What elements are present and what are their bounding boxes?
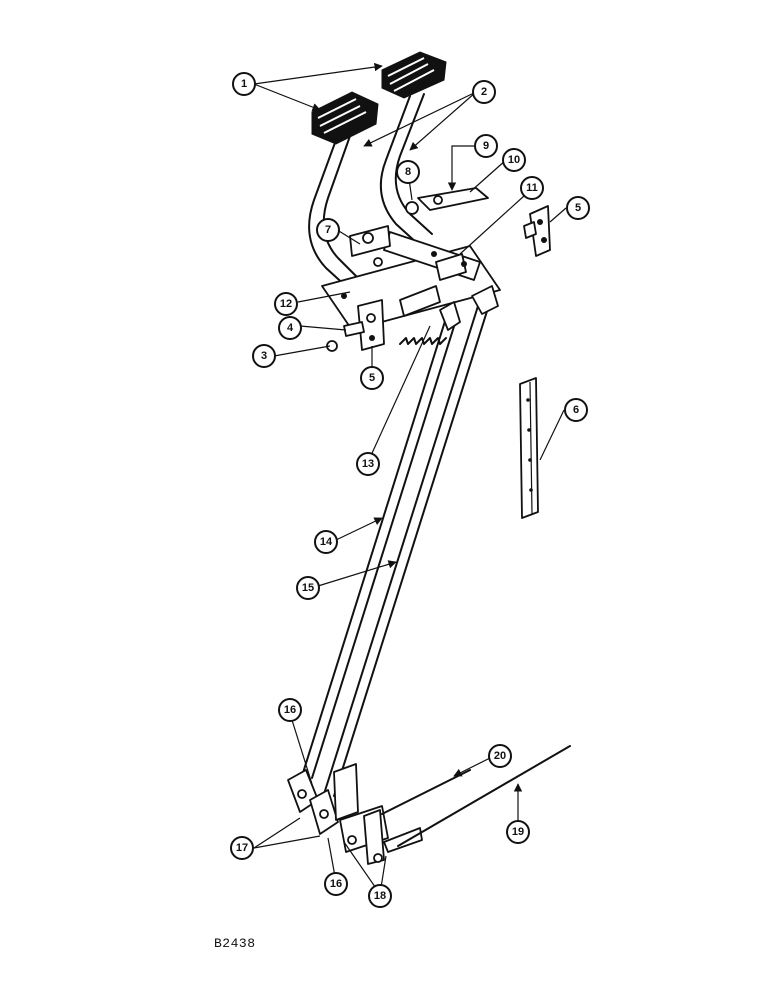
svg-text:14: 14 bbox=[320, 536, 333, 548]
svg-text:5: 5 bbox=[369, 372, 375, 384]
svg-text:6: 6 bbox=[573, 404, 579, 416]
svg-text:13: 13 bbox=[362, 458, 374, 470]
leader-2a bbox=[363, 91, 477, 147]
clevis-right bbox=[309, 789, 339, 835]
leader-20 bbox=[453, 757, 491, 777]
bracket-lower bbox=[357, 299, 385, 351]
svg-text:11: 11 bbox=[526, 182, 538, 194]
callout-5-right: 5 bbox=[566, 196, 590, 220]
bushing-8 bbox=[405, 201, 419, 215]
leader-5b bbox=[549, 207, 567, 223]
svg-text:3: 3 bbox=[261, 350, 267, 362]
callout-7: 7 bbox=[316, 218, 340, 242]
pin bbox=[343, 321, 365, 337]
svg-text:1: 1 bbox=[241, 78, 247, 90]
callout-10: 10 bbox=[502, 148, 526, 172]
svg-text:4: 4 bbox=[287, 322, 294, 334]
callout-18: 18 bbox=[368, 884, 392, 908]
pedal-pad-right bbox=[381, 51, 447, 99]
leader-18a bbox=[343, 841, 381, 895]
leader-2b bbox=[409, 91, 477, 151]
rod-19 bbox=[397, 745, 571, 847]
leader-17b bbox=[253, 835, 321, 849]
leader-4 bbox=[299, 325, 347, 331]
svg-text:18: 18 bbox=[374, 890, 386, 902]
callout-20: 20 bbox=[488, 744, 512, 768]
leader-14 bbox=[335, 517, 383, 541]
callout-5-lower: 5 bbox=[360, 366, 384, 390]
lower-plate bbox=[333, 763, 359, 821]
leader-15 bbox=[317, 560, 397, 587]
bracket-right bbox=[523, 205, 551, 257]
svg-text:20: 20 bbox=[494, 750, 506, 762]
callout-9: 9 bbox=[474, 134, 498, 158]
callout-12: 12 bbox=[274, 292, 298, 316]
callout-16-lower: 16 bbox=[324, 872, 348, 896]
lower-linkage bbox=[339, 805, 423, 865]
pedal-pad-left bbox=[311, 91, 379, 145]
figure-code: B2438 bbox=[214, 936, 256, 951]
callout-2: 2 bbox=[472, 80, 496, 104]
callout-6: 6 bbox=[564, 398, 588, 422]
svg-text:16: 16 bbox=[284, 704, 296, 716]
svg-text:7: 7 bbox=[325, 224, 331, 236]
callout-4: 4 bbox=[278, 316, 302, 340]
callout-13: 13 bbox=[356, 452, 380, 476]
svg-text:8: 8 bbox=[405, 166, 411, 178]
leader-9 bbox=[447, 145, 474, 191]
leader-3 bbox=[273, 345, 331, 357]
leader-6 bbox=[539, 409, 565, 461]
rod-20 bbox=[381, 769, 471, 815]
callout-17: 17 bbox=[230, 836, 254, 860]
leader-13 bbox=[367, 325, 431, 463]
callout-16-upper: 16 bbox=[278, 698, 302, 722]
leader-1a bbox=[253, 62, 383, 85]
leader-12 bbox=[297, 291, 351, 303]
callout-19: 19 bbox=[506, 820, 530, 844]
svg-text:15: 15 bbox=[302, 582, 314, 594]
channel-bar bbox=[519, 377, 539, 519]
leader-16a bbox=[291, 719, 313, 785]
svg-text:17: 17 bbox=[236, 842, 248, 854]
callout-14: 14 bbox=[314, 530, 338, 554]
svg-text:9: 9 bbox=[483, 140, 489, 152]
leader-17a bbox=[253, 817, 301, 849]
bracket-7 bbox=[349, 225, 391, 267]
callout-1: 1 bbox=[232, 72, 256, 96]
svg-text:12: 12 bbox=[280, 298, 292, 310]
callout-3: 3 bbox=[252, 344, 276, 368]
callout-11: 11 bbox=[520, 176, 544, 200]
cross-shaft-assembly bbox=[321, 231, 501, 331]
pedal-arm-left bbox=[308, 135, 359, 289]
rod-15 bbox=[323, 285, 499, 797]
latch-plate bbox=[417, 187, 489, 211]
svg-text:2: 2 bbox=[481, 86, 487, 98]
callout-8: 8 bbox=[396, 160, 420, 184]
rod-14 bbox=[301, 301, 461, 779]
svg-text:16: 16 bbox=[330, 878, 342, 890]
leader-1b bbox=[253, 83, 321, 112]
callout-15: 15 bbox=[296, 576, 320, 600]
svg-text:5: 5 bbox=[575, 202, 581, 214]
svg-text:19: 19 bbox=[512, 826, 524, 838]
svg-text:10: 10 bbox=[508, 154, 520, 166]
leader-11 bbox=[459, 195, 525, 255]
leader-10 bbox=[469, 159, 507, 193]
